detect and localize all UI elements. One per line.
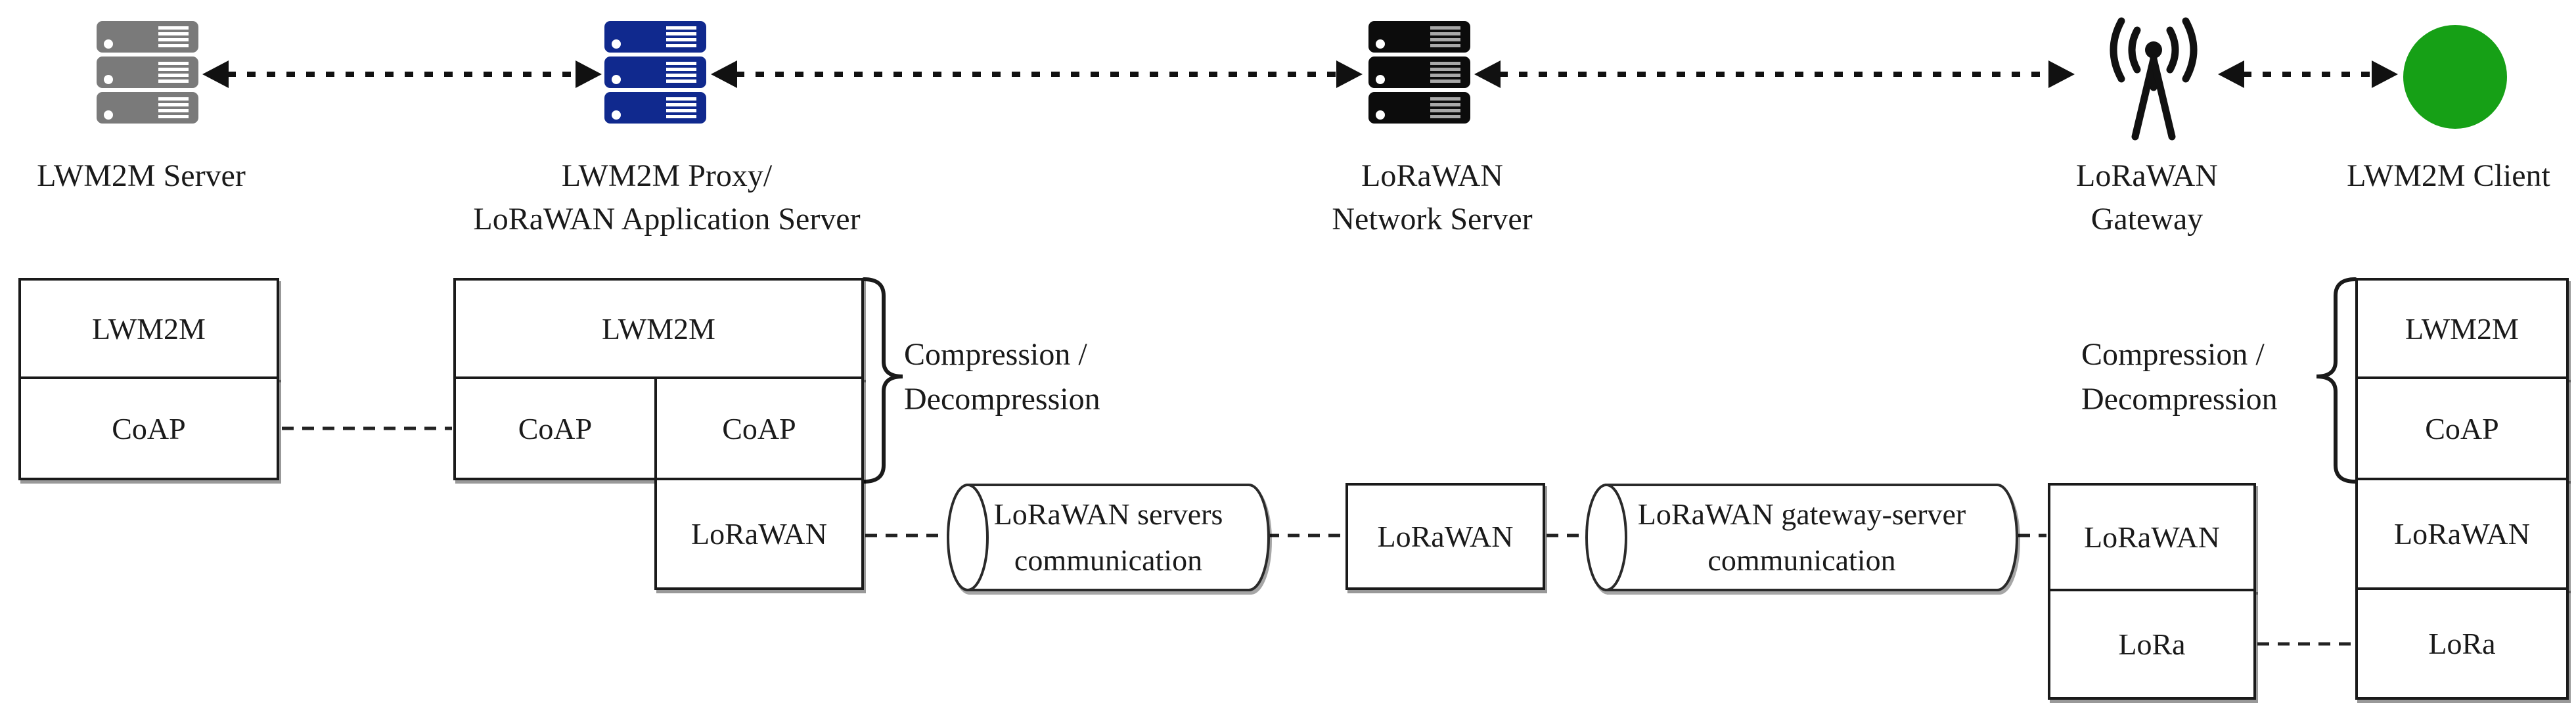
led-dot — [612, 110, 621, 120]
cylinder-servers-communication — [947, 484, 1270, 591]
node-label-line: LoRaWAN — [1361, 158, 1503, 193]
led-dot — [1376, 39, 1385, 49]
server-unit — [1368, 57, 1470, 88]
server-unit — [97, 57, 198, 88]
stack-connectors — [282, 426, 2354, 646]
vent-stripes — [1430, 26, 1460, 47]
brace-client — [2316, 277, 2357, 484]
node-label-lwm2m-server: LWM2M Server — [10, 154, 273, 198]
node-label-line: LWM2M Server — [37, 158, 246, 193]
led-dot — [104, 75, 113, 84]
node-label-lorawan-gateway: LoRaWAN Gateway — [2016, 154, 2278, 241]
vent-stripes — [666, 26, 696, 47]
cylinder-label-line: LoRaWAN servers — [993, 497, 1223, 531]
server-unit — [604, 21, 706, 53]
layer-box-proxy-lwm2m: LWM2M — [453, 278, 864, 379]
vent-stripes — [666, 97, 696, 118]
led-dot — [1376, 75, 1385, 84]
antenna-icon — [2110, 17, 2198, 141]
layer-box-gateway-lorawan: LoRaWAN — [2048, 483, 2256, 591]
server-stack-icon-lwm2m-proxy — [604, 21, 706, 124]
led-dot — [1376, 110, 1385, 120]
server-unit — [1368, 92, 1470, 124]
node-label-line: LoRaWAN — [2076, 158, 2218, 193]
led-dot — [612, 39, 621, 49]
node-label-lwm2m-client: LWM2M Client — [2317, 154, 2576, 198]
layer-box-server-lwm2m: LWM2M — [18, 278, 279, 379]
server-unit — [97, 92, 198, 124]
server-unit — [604, 57, 706, 88]
vent-stripes — [1430, 97, 1460, 118]
node-label-line: LWM2M Proxy/ — [561, 158, 773, 193]
cylinder-label-line: communication — [1707, 543, 1896, 577]
cylinder-label-servers-communication: LoRaWAN servers communication — [968, 488, 1249, 587]
layer-box-proxy-coap-right: CoAP — [654, 376, 864, 480]
server-stack-icon-lorawan-network-server — [1368, 21, 1470, 124]
vent-stripes — [1430, 62, 1460, 83]
led-dot — [612, 75, 621, 84]
cylinder-label-line: communication — [1014, 543, 1203, 577]
node-label-line: LWM2M Client — [2347, 158, 2550, 193]
node-label-line: Network Server — [1332, 202, 1533, 237]
annotation-line: Decompression — [904, 382, 1100, 417]
server-stack-icon-lwm2m-server — [97, 21, 198, 124]
arrowheads — [202, 60, 2398, 88]
annotation-line: Compression / — [904, 337, 1087, 372]
annotation-line: Compression / — [2081, 337, 2265, 372]
cylinder-gateway-server-communication — [1585, 484, 2018, 591]
layer-box-client-coap: CoAP — [2355, 376, 2569, 480]
layer-box-network-server-lorawan: LoRaWAN — [1345, 483, 1545, 590]
server-unit — [604, 92, 706, 124]
braces — [862, 277, 2357, 484]
led-dot — [104, 39, 113, 49]
led-dot — [104, 110, 113, 120]
node-label-line: LoRaWAN Application Server — [473, 202, 861, 237]
node-label-lorawan-network-server: LoRaWAN Network Server — [1235, 154, 1629, 241]
brace-proxy — [862, 277, 903, 484]
layer-box-server-coap: CoAP — [18, 376, 279, 480]
node-label-line: Gateway — [2090, 202, 2203, 237]
green-circle-icon — [2403, 25, 2507, 129]
server-unit — [1368, 21, 1470, 53]
layer-box-gateway-lora: LoRa — [2048, 589, 2256, 700]
annotation-compression-proxy: Compression / Decompression — [904, 332, 1100, 422]
vent-stripes — [158, 62, 189, 83]
server-unit — [97, 21, 198, 53]
layer-box-client-lora: LoRa — [2355, 587, 2569, 700]
layer-box-client-lwm2m: LWM2M — [2355, 278, 2569, 379]
annotation-line: Decompression — [2081, 382, 2278, 417]
cylinder-label-line: LoRaWAN gateway-server — [1637, 497, 1966, 531]
layer-box-proxy-coap-left: CoAP — [453, 376, 657, 480]
layer-box-client-lorawan: LoRaWAN — [2355, 478, 2569, 590]
vent-stripes — [158, 26, 189, 47]
vent-stripes — [158, 97, 189, 118]
node-label-lwm2m-proxy: LWM2M Proxy/ LoRaWAN Application Server — [404, 154, 930, 241]
vent-stripes — [666, 62, 696, 83]
cylinder-label-gateway-server-communication: LoRaWAN gateway-server communication — [1606, 488, 1997, 587]
layer-box-proxy-lorawan: LoRaWAN — [654, 478, 864, 590]
annotation-compression-client: Compression / Decompression — [2081, 332, 2278, 422]
